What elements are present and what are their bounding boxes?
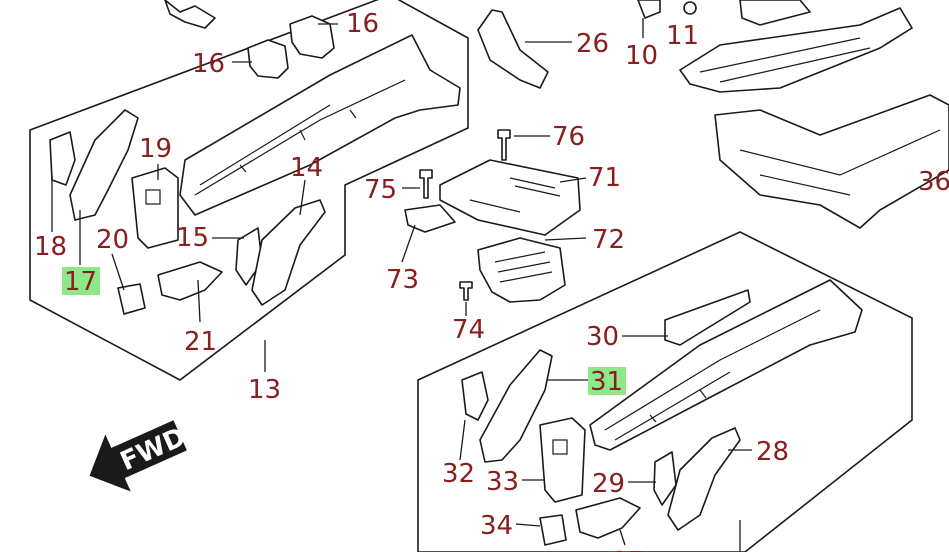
label-31[interactable]: 31 [590,367,623,397]
label-10[interactable]: 10 [625,41,658,71]
leader-20 [111,253,125,291]
label-28[interactable]: 28 [756,437,789,467]
highlight-17 [62,267,100,295]
label-33[interactable]: 33 [486,467,519,497]
label-16-left[interactable]: 16 [192,49,225,79]
label-29[interactable]: 29 [592,469,625,499]
part-29-gusset [653,451,677,506]
part-36-frame [714,94,949,229]
part-31-detail [604,309,821,441]
highlight-31 [588,367,626,395]
part-14-stay [251,199,326,306]
label-36[interactable]: 36 [918,167,949,197]
part-72-bracket [477,237,566,303]
part-73-bracket [404,204,456,233]
part-frame-upper [679,7,913,93]
leader-14 [299,179,306,216]
part-35-angle [575,497,641,539]
fwd-arrow: FWD [89,420,190,492]
label-72[interactable]: 72 [592,225,625,255]
part-75-bolt [419,169,433,199]
leader-71 [559,177,587,183]
label-18[interactable]: 18 [34,232,67,262]
label-14[interactable]: 14 [290,153,323,183]
part-36-detail [739,129,941,196]
part-10 [637,0,661,19]
part-20-bracket [117,283,146,315]
right-assembly-outline [417,231,913,552]
part-28-stay [667,427,741,531]
part-32-bracket [461,371,489,421]
leader-21 [197,279,201,323]
label-21[interactable]: 21 [184,327,217,357]
part-13-detail [194,79,406,196]
part-76-bolt [497,129,511,161]
label-75[interactable]: 75 [364,175,397,205]
part-frame-upper-detail [699,37,871,83]
left-assembly-outline [29,0,469,381]
part-18-bracket [49,131,76,186]
part-16-left [247,39,289,79]
part-frame-top [739,0,811,26]
label-16-right[interactable]: 16 [346,9,379,39]
part-19-plate [131,167,179,249]
part-16-right [289,15,335,59]
label-20[interactable]: 20 [96,225,129,255]
label-34[interactable]: 34 [480,511,513,541]
label-35[interactable]: 35 [612,547,645,552]
label-73[interactable]: 73 [386,265,419,295]
part-17-panel [69,109,139,221]
part-74-bolt [459,281,473,301]
part-11-nut [683,1,697,15]
part-26-bracket [477,9,549,89]
label-19[interactable]: 19 [139,134,172,164]
label-13[interactable]: 13 [248,375,281,405]
leader-34 [515,523,541,527]
label-26[interactable]: 26 [576,29,609,59]
leader-32 [459,419,466,461]
label-15[interactable]: 15 [176,223,209,253]
label-11[interactable]: 11 [666,21,699,51]
leader-73 [401,224,416,263]
part-71-detail [469,177,561,213]
label-30[interactable]: 30 [586,322,619,352]
part-21-angle [157,261,223,301]
part-33-plate [539,417,586,503]
leader-35 [619,529,626,546]
part-71-tray [439,159,581,236]
fwd-arrow-shape [89,420,187,492]
leader-72 [544,237,587,241]
part-19-hole [145,189,161,205]
label-17[interactable]: 17 [64,267,97,297]
part-30-reinforcement [664,289,751,346]
part-31b-panel [479,349,553,463]
part-34-bracket [539,514,567,546]
label-74[interactable]: 74 [452,315,485,345]
label-71[interactable]: 71 [588,163,621,193]
label-32[interactable]: 32 [442,459,475,489]
label-76[interactable]: 76 [552,122,585,152]
part-72-detail [494,251,553,283]
part-33-hole [552,439,568,455]
part-top-left-fragment [164,0,216,29]
part-13-side-member [179,34,461,216]
